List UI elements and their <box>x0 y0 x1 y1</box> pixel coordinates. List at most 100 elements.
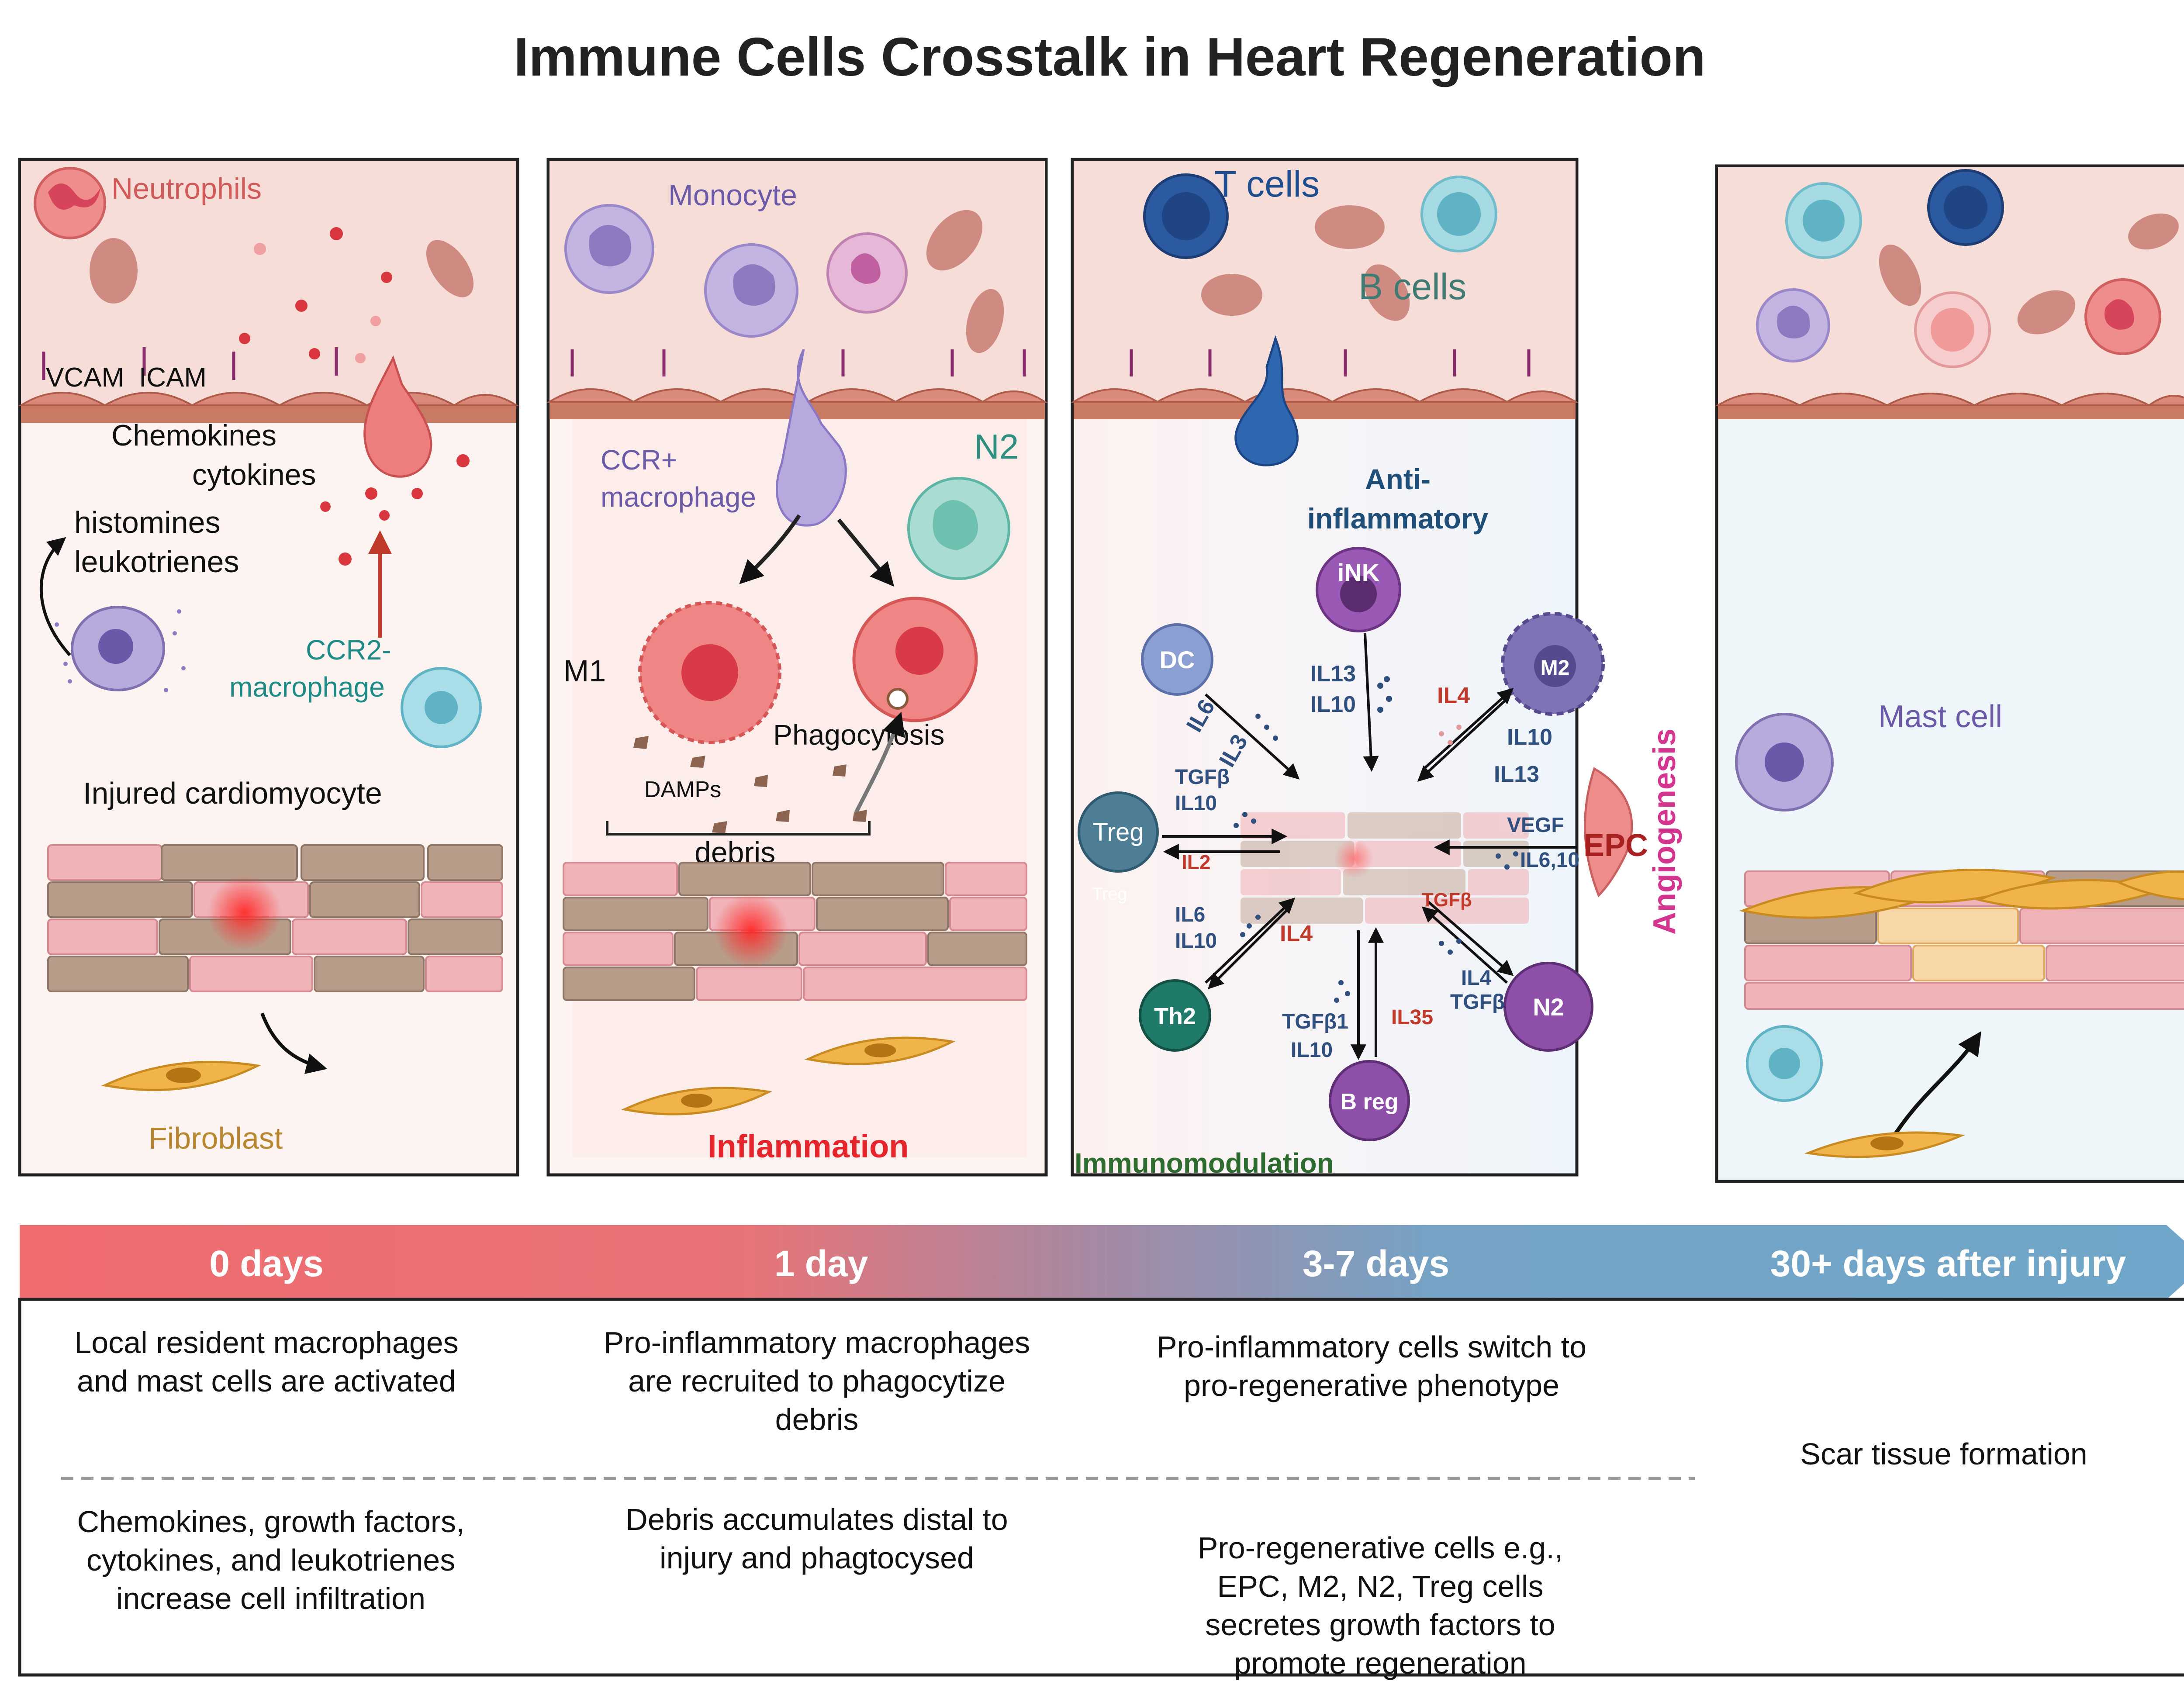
b-cell <box>1785 182 1862 259</box>
m2-label: M2 <box>1541 656 1570 680</box>
mast-cell-label: Mast cell <box>1878 699 2002 734</box>
chemokine-particles <box>239 227 470 566</box>
desc-day1-top: Pro-inflammatory macrophages are recruit… <box>603 1326 1030 1436</box>
il4-label: IL4 <box>1437 683 1470 708</box>
m2-macrophage-cell <box>1501 612 1605 716</box>
ink-cell <box>1316 547 1401 632</box>
mast-cell-degranulating <box>55 606 186 692</box>
description-table <box>18 1298 2184 1677</box>
m1-label: M1 <box>563 654 606 688</box>
desc-day3-7-bottom: Pro-regenerative cells e.g., EPC, M2, N2… <box>1197 1531 1563 1680</box>
t-cell <box>1143 173 1229 259</box>
breg-cell <box>1329 1060 1410 1141</box>
vessel-wall <box>21 405 516 423</box>
chemokine-particles-light <box>254 243 381 363</box>
cardiomyocyte-tissue <box>563 862 1027 1001</box>
stage-3-7-days: 3-7 days <box>1302 1243 1450 1284</box>
il4-th2-label: IL4 <box>1280 921 1313 946</box>
fibroblast-cell <box>621 1036 956 1115</box>
injured-cardiomyocyte-label: Injured cardiomyocyte <box>83 776 382 810</box>
il10-label: IL10 <box>1310 692 1356 717</box>
ink-label: iNK <box>1337 559 1379 586</box>
arrow <box>260 1012 328 1074</box>
monocyte-label: Monocyte <box>668 179 797 212</box>
b-cells-label: B cells <box>1358 266 1466 307</box>
n2-label: N2 <box>974 427 1019 466</box>
ccr-label: CCR+ <box>601 444 677 476</box>
leukotrienes-label: leukotrienes <box>74 545 239 579</box>
dc-cell <box>1141 623 1213 696</box>
n2-neutrophil-cell <box>907 477 1010 580</box>
neutrophil-cell <box>34 167 106 239</box>
curved-arrow <box>39 537 71 656</box>
il610-label: IL6,10 <box>1520 849 1579 872</box>
panel-day0: VCAM ICAM Chemokines cytokines histomine… <box>18 158 519 1177</box>
desc-day0-top: Local resident macrophages and mast cell… <box>74 1326 459 1398</box>
tgfb-n2-label-2: TGFβ <box>1450 991 1505 1014</box>
injury-site <box>207 876 282 950</box>
th2-label: Th2 <box>1154 1003 1196 1029</box>
panel-day3-7: T cells B cells Anti- inflammatory <box>1071 158 1682 1179</box>
cardiomyocyte-tissue <box>47 844 503 992</box>
tgfb-n2-label: TGFβ <box>1422 889 1472 911</box>
stage-0-days: 0 days <box>209 1243 324 1284</box>
il10-breg-label: IL10 <box>1291 1039 1333 1062</box>
ccr2-macrophage-label: macrophage <box>229 671 385 703</box>
desc-day30: Scar tissue formation <box>1800 1437 2087 1471</box>
icam-label: ICAM <box>139 363 207 393</box>
ccr-macrophage-cell <box>776 349 847 527</box>
phagocytosis-label: Phagocytosis <box>773 718 945 751</box>
neutrophils-label: Neutrophils <box>111 172 262 205</box>
scar-tissue <box>1739 868 2184 1010</box>
macrophage-cell <box>1746 1025 1823 1102</box>
dc-label: DC <box>1160 646 1195 673</box>
extravasating-t-cell <box>1234 335 1299 466</box>
eosinophil-cell <box>826 232 908 314</box>
treg-label: Treg <box>1092 818 1144 846</box>
stage-1-day: 1 day <box>774 1243 868 1284</box>
anti-inflammatory-label-2: inflammatory <box>1307 502 1489 535</box>
il10-m2-label: IL10 <box>1507 725 1552 750</box>
t-cells-label: T cells <box>1214 163 1320 204</box>
ccr2-macrophage-cell <box>401 667 482 748</box>
tgfb1-label: TGFβ1 <box>1282 1010 1348 1033</box>
mast-cell <box>1735 713 1834 811</box>
il13-m2-label: IL13 <box>1494 762 1539 787</box>
breg-label: B reg <box>1341 1089 1399 1115</box>
chemokines-label: Chemokines <box>111 419 276 452</box>
anti-inflammatory-label-1: Anti- <box>1365 463 1431 495</box>
il13-label: IL13 <box>1310 661 1356 687</box>
immunomodulation-label: Immunomodulation <box>1075 1147 1334 1179</box>
cytokines-label: cytokines <box>192 458 316 491</box>
histomines-label: histomines <box>74 505 221 539</box>
extravasating-neutrophil <box>363 355 432 478</box>
il10-treg-label: IL10 <box>1175 792 1217 815</box>
angiogenesis-label: Angiogenesis <box>1647 729 1682 935</box>
fibroblast-label: Fibroblast <box>149 1121 283 1155</box>
central-tissue <box>1241 812 1529 924</box>
vcam-label: VCAM <box>46 363 124 393</box>
il10-th2-label: IL10 <box>1175 929 1217 953</box>
monocyte-cell <box>1756 288 1830 363</box>
b-cell <box>1420 176 1497 252</box>
treg-cell <box>1078 791 1159 873</box>
fibroblast-cell <box>101 1060 262 1091</box>
epc-cell <box>1584 767 1633 898</box>
inflammation-label: Inflammation <box>708 1128 909 1164</box>
desc-day1-bottom: Debris accumulates distal to injury and … <box>625 1502 1008 1575</box>
vegf-label: VEGF <box>1507 814 1564 837</box>
monocyte-cell <box>564 204 798 338</box>
epc-label: EPC <box>1583 828 1648 863</box>
ccr2-label: CCR2- <box>306 634 391 666</box>
m1-macrophage-cell <box>638 601 781 744</box>
il4-n2-label: IL4 <box>1461 967 1492 990</box>
il2-label: IL2 <box>1182 851 1210 874</box>
page-title: Immune Cells Crosstalk in Heart Regenera… <box>514 27 1706 87</box>
desc-day3-7-top: Pro-inflammatory cells switch to pro-reg… <box>1156 1330 1587 1402</box>
timeline-arrow <box>20 1225 2184 1299</box>
fibroblast-cell <box>1804 1131 1966 1158</box>
red-blood-cell <box>90 238 138 304</box>
tgfb-treg-label: TGFβ <box>1175 766 1230 789</box>
debris-particles <box>633 736 867 833</box>
t-cell <box>1927 169 2004 246</box>
